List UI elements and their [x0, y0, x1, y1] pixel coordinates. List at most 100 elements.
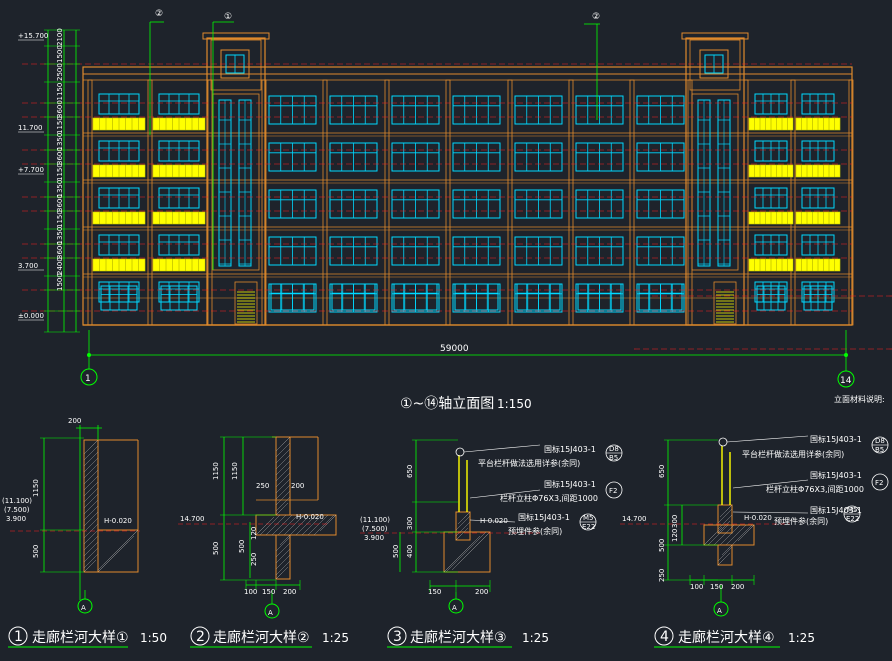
svg-text:1:25: 1:25: [322, 631, 349, 645]
level-mark: 11.700: [18, 124, 43, 132]
detail-1-level-b: (7.500): [4, 506, 30, 514]
left-dim-value: 1350: [56, 180, 64, 198]
left-dim-value: 3600: [56, 100, 64, 118]
window: [452, 189, 501, 219]
balcony-railing: [92, 117, 146, 131]
svg-text:D8: D8: [875, 437, 885, 445]
window: [514, 236, 563, 266]
svg-text:4: 4: [660, 629, 669, 645]
elevation-drawing: [22, 21, 892, 371]
svg-text:1: 1: [14, 629, 23, 645]
level-mark: +7.700: [18, 166, 44, 174]
window-ground: [454, 283, 499, 311]
detail-2-section: [178, 436, 337, 604]
window: [636, 236, 685, 266]
svg-text:M5: M5: [583, 514, 594, 522]
detail-4-callout-3: 国标15J403-1: [810, 470, 862, 480]
detail-3-level-c: 3.900: [364, 534, 384, 542]
left-dim-value: 1150: [56, 116, 64, 134]
window: [268, 189, 317, 219]
wing-window: [98, 234, 140, 256]
left-dim-value: 3600: [56, 147, 64, 165]
left-dim-value: 1500: [56, 273, 64, 291]
svg-text:1:25: 1:25: [788, 631, 815, 645]
svg-text:B5: B5: [875, 446, 884, 454]
window-ground: [638, 283, 683, 311]
wing-window: [754, 93, 788, 115]
detail-3-dim-bot-b: 200: [475, 588, 488, 596]
balcony-railing: [795, 117, 841, 131]
overall-dimension: 59000: [440, 344, 469, 354]
svg-text:A: A: [717, 607, 722, 615]
detail-2-dim-a: 1150: [212, 462, 220, 480]
hatch: [275, 436, 291, 516]
window: [329, 142, 378, 172]
detail-4-dim-a: 650: [658, 465, 666, 478]
detail-drawings: [10, 425, 809, 604]
window-ground: [393, 283, 438, 311]
balcony-railing: [92, 211, 146, 225]
detail-4-section: [620, 435, 809, 602]
wing-window: [801, 140, 835, 162]
balcony-railing: [795, 258, 841, 272]
window: [268, 142, 317, 172]
window: [391, 142, 440, 172]
svg-text:14: 14: [840, 376, 852, 386]
window: [514, 142, 563, 172]
detail-2-dim-bot-b: 150: [262, 588, 275, 596]
detail-3-section: [360, 439, 541, 599]
hatch: [83, 439, 99, 573]
detail-3-callout-2: 平台栏杆做法选用详参(余同): [478, 458, 580, 468]
svg-text:F2: F2: [609, 487, 617, 495]
window: [636, 95, 685, 125]
detail-1-level-c: 3.900: [6, 515, 26, 523]
wing-window: [754, 234, 788, 256]
detail-4-callout-5: 国标15J403-1: [810, 505, 862, 515]
detail-1-section: [10, 425, 140, 600]
detail-4-dim-bot-c: 200: [731, 583, 744, 591]
wing-window: [801, 187, 835, 209]
detail-3-mark: H-0.020: [480, 517, 508, 525]
wing-window-ground: [100, 285, 138, 311]
balcony-railing: [152, 164, 206, 178]
svg-text:M5: M5: [847, 506, 858, 514]
window: [636, 189, 685, 219]
detail-3-title: 3 走廊栏河大样③ 1:25: [387, 626, 549, 648]
detail-2-dim-b: 500: [212, 542, 220, 555]
elevation-scale: 1:150: [497, 397, 532, 411]
axis-bubble-left: 1: [80, 368, 98, 386]
left-dim-value: 3600: [56, 241, 64, 259]
detail-2-dim-g: 120: [250, 527, 258, 540]
detail-3-callout-6: 预埋件参(余同): [508, 526, 562, 536]
wing-window: [98, 93, 140, 115]
detail-2-dim-d: 250: [256, 482, 269, 490]
left-dim-value: 1150: [56, 210, 64, 228]
detail-2-mark: H-0.020: [296, 513, 324, 521]
hatch: [275, 534, 291, 580]
wing-window: [158, 140, 200, 162]
dim-tick: [844, 353, 848, 357]
detail-4-axis: A: [713, 601, 729, 617]
detail-4-dim-e: 250: [658, 569, 666, 582]
wing-window: [754, 187, 788, 209]
balcony-railing: [748, 117, 794, 131]
hatch: [255, 514, 337, 536]
detail-2-dim-bot-c: 200: [283, 588, 296, 596]
svg-text:走廊栏河大样④: 走廊栏河大样④: [678, 629, 775, 646]
detail-1-level-a: (11.100): [2, 497, 32, 505]
top-label-1: ②: [155, 9, 163, 19]
detail-3-callout-5: 国标15J403-1: [518, 512, 570, 522]
window: [452, 236, 501, 266]
left-dim-value: 2400: [56, 257, 64, 275]
hatch: [703, 524, 755, 546]
detail-2-dim-e: 200: [291, 482, 304, 490]
window: [452, 142, 501, 172]
left-dim-value: 1350: [56, 227, 64, 245]
window-ground: [516, 283, 561, 311]
detail-4-callout-4: 栏杆立柱Φ76X3,间距1000: [766, 484, 864, 494]
window: [575, 236, 624, 266]
svg-text:A: A: [268, 609, 273, 617]
left-dim-value: 2100: [56, 28, 64, 46]
window-ground: [577, 283, 622, 311]
detail-3-callout-1: 国标15J403-1: [544, 444, 596, 454]
